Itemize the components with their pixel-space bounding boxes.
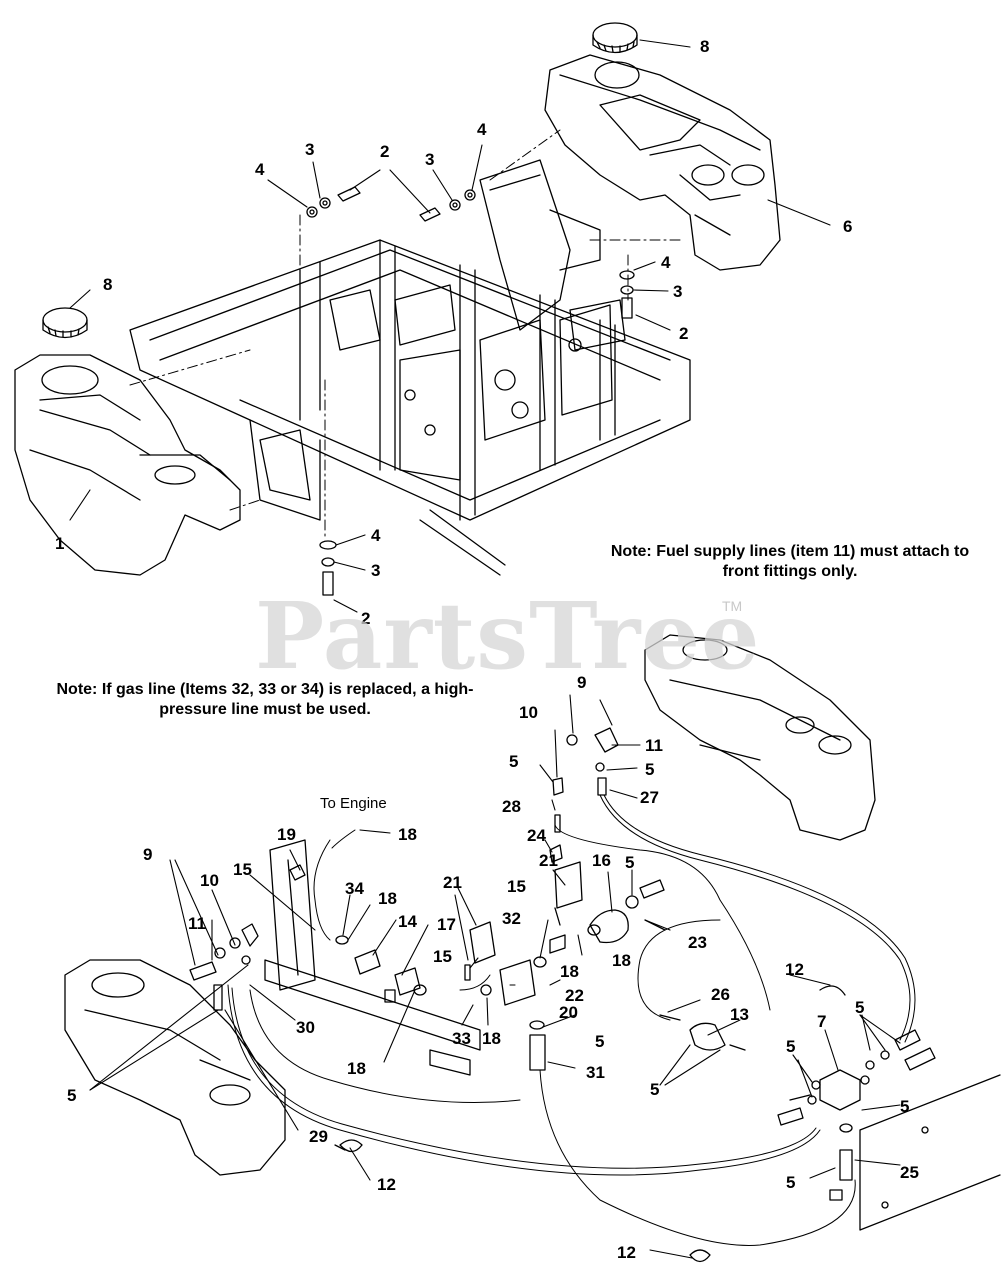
callout-11: 11 — [645, 736, 663, 755]
callout-9: 9 — [577, 673, 586, 692]
callout-18: 18 — [378, 889, 397, 908]
callout-21: 21 — [443, 873, 462, 892]
fuel-tank-lower-right — [644, 634, 876, 841]
callout-17: 17 — [437, 915, 456, 934]
callout-12: 12 — [617, 1243, 636, 1262]
callout-4: 4 — [661, 253, 671, 272]
callout-5: 5 — [650, 1080, 659, 1099]
callout-15: 15 — [507, 877, 526, 896]
callout-6: 6 — [843, 217, 852, 236]
callout-11: 11 — [188, 914, 206, 933]
callout-5: 5 — [786, 1173, 795, 1192]
fuel-tank-left — [14, 354, 241, 576]
callout-9: 9 — [143, 845, 152, 864]
callout-34: 34 — [345, 879, 364, 898]
callout-12: 12 — [377, 1175, 396, 1194]
callout-18: 18 — [347, 1059, 366, 1078]
callout-18: 18 — [482, 1029, 501, 1048]
callout-1: 1 — [55, 534, 64, 553]
callout-21: 21 — [539, 851, 558, 870]
fuel-tank-lower-left — [64, 959, 286, 1176]
fuel-fittings — [189, 727, 936, 1263]
callout-33: 33 — [452, 1029, 471, 1048]
callout-16: 16 — [592, 851, 611, 870]
fuel-cap-left — [42, 307, 88, 339]
callout-2: 2 — [679, 324, 688, 343]
callout-27: 27 — [640, 788, 659, 807]
callout-5: 5 — [67, 1086, 76, 1105]
callout-18: 18 — [560, 962, 579, 981]
callout-5: 5 — [595, 1032, 604, 1051]
mounting-hardware-top — [306, 186, 635, 596]
leader-lines — [69, 39, 901, 1259]
callout-4: 4 — [371, 526, 381, 545]
callout-31: 31 — [586, 1063, 605, 1082]
callout-5: 5 — [786, 1037, 795, 1056]
callout-10: 10 — [519, 703, 538, 722]
callout-5: 5 — [509, 752, 518, 771]
callout-2: 2 — [380, 142, 389, 161]
callout-4: 4 — [255, 160, 265, 179]
note-gas-line: Note: If gas line (Items 32, 33 or 34) i… — [56, 681, 474, 718]
callout-5: 5 — [625, 853, 634, 872]
callout-26: 26 — [711, 985, 730, 1004]
watermark-trademark: TM — [722, 598, 743, 614]
callout-4: 4 — [477, 120, 487, 139]
callout-8: 8 — [103, 275, 112, 294]
callout-3: 3 — [425, 150, 434, 169]
callout-numbers: 8 4 3 2 3 4 6 4 3 2 8 1 4 3 2 9 10 11 5 … — [55, 37, 919, 1262]
callout-29: 29 — [309, 1127, 328, 1146]
callout-32: 32 — [502, 909, 521, 928]
callout-30: 30 — [296, 1018, 315, 1037]
callout-14: 14 — [398, 912, 417, 931]
callout-3: 3 — [371, 561, 380, 580]
callout-24: 24 — [527, 826, 546, 845]
callout-7: 7 — [817, 1012, 826, 1031]
callout-28: 28 — [502, 797, 521, 816]
callout-23: 23 — [688, 933, 707, 952]
callout-2: 2 — [361, 609, 370, 628]
callout-18: 18 — [398, 825, 417, 844]
note-fuel-supply-lines: Note: Fuel supply lines (item 11) must a… — [610, 543, 970, 580]
callout-3: 3 — [673, 282, 682, 301]
frame-panel-lower-right — [859, 1074, 1001, 1231]
callout-5: 5 — [855, 998, 864, 1017]
callout-3: 3 — [305, 140, 314, 159]
callout-12: 12 — [785, 960, 804, 979]
callout-5: 5 — [900, 1097, 909, 1116]
callout-15: 15 — [233, 860, 252, 879]
fuel-cap-top — [592, 22, 638, 54]
to-engine-label: To Engine — [320, 795, 387, 812]
fuel-tank-right — [544, 54, 781, 271]
callout-20: 20 — [559, 1003, 578, 1022]
watermark-logo: PartsTree — [255, 582, 761, 690]
callout-5: 5 — [645, 760, 654, 779]
callout-25: 25 — [900, 1163, 919, 1182]
chassis-frame — [129, 159, 691, 576]
callout-18: 18 — [612, 951, 631, 970]
callout-19: 19 — [277, 825, 296, 844]
callout-15: 15 — [433, 947, 452, 966]
callout-8: 8 — [700, 37, 709, 56]
callout-10: 10 — [200, 871, 219, 890]
callout-22: 22 — [565, 986, 584, 1005]
alignment-lines — [129, 129, 681, 541]
callout-13: 13 — [730, 1005, 749, 1024]
